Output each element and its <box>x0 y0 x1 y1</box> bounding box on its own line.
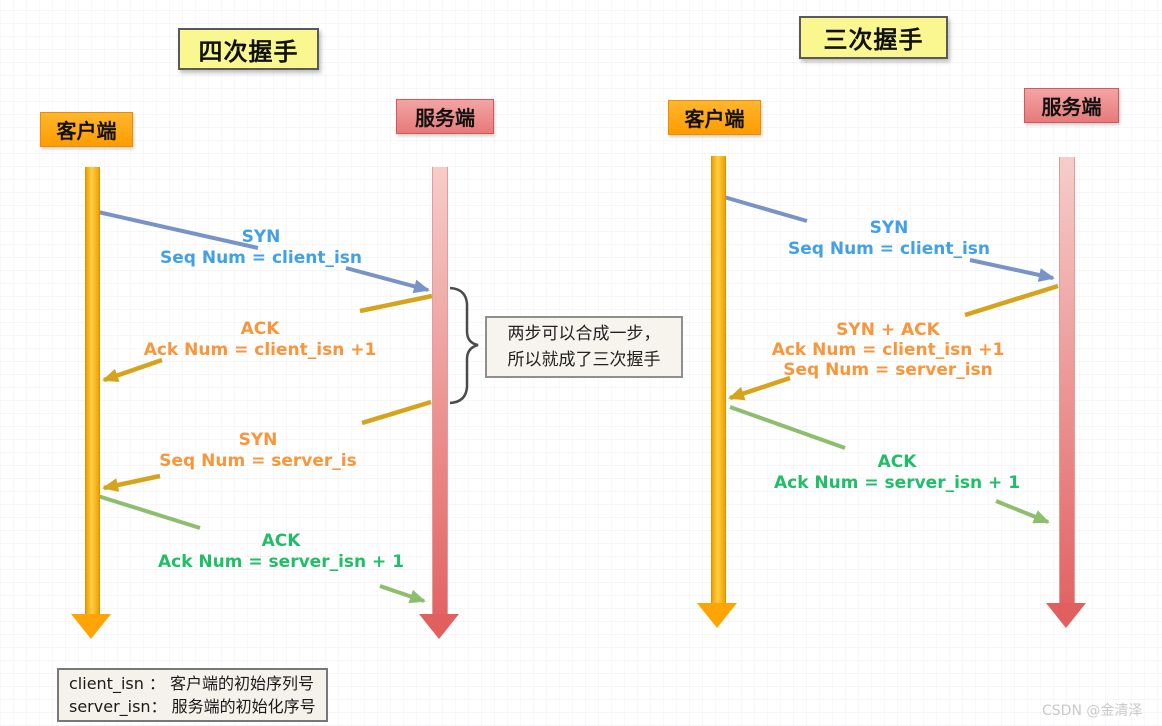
left-server-label: 服务端 <box>396 99 494 134</box>
right-msg-ack: ACK Ack Num = server_isn + 1 <box>774 452 1020 494</box>
left-msg-syn2-line1: SYN <box>238 430 278 450</box>
left-ack2-arrow <box>97 494 426 604</box>
left-msg-syn1-line2: Seq Num = client_isn <box>159 248 363 268</box>
left-msg-ack1: ACK Ack Num = client_isn +1 <box>144 319 377 361</box>
left-syn1-arrow <box>97 210 430 294</box>
right-client-lifeline <box>711 156 726 603</box>
legend-line-client-isn: client_isn ： 客户端的初始序列号 <box>69 674 315 693</box>
merge-note: 两步可以合成一步， 所以就成了三次握手 <box>485 316 683 378</box>
left-msg-syn1-line1: SYN <box>241 227 281 247</box>
left-msg-syn2-line2: Seq Num = server_is <box>159 451 357 471</box>
right-syn-ack-arrow <box>728 283 1059 401</box>
left-client-lifeline <box>85 167 100 614</box>
left-msg-syn1: SYN Seq Num = client_isn <box>160 227 362 269</box>
right-client-label: 客户端 <box>668 100 761 135</box>
right-msg-syn-line2: Seq Num = client_isn <box>787 239 991 259</box>
left-title: 四次握手 <box>178 28 319 70</box>
left-title-text: 四次握手 <box>198 37 299 66</box>
merge-brace <box>449 286 479 405</box>
right-ack-arrow <box>729 405 1050 524</box>
right-msg-syn-ack-line2: Ack Num = client_isn +1 <box>771 340 1005 360</box>
right-server-lifeline <box>1059 157 1075 603</box>
right-msg-ack-line1: ACK <box>877 452 917 472</box>
left-server-lifeline <box>432 167 448 614</box>
left-syn2-arrow <box>102 399 432 492</box>
left-client-label-text: 客户端 <box>56 119 117 143</box>
left-client-lifeline-arrowhead <box>71 614 111 639</box>
right-msg-syn-line1: SYN <box>869 218 909 238</box>
left-msg-syn2: SYN Seq Num = server_is <box>159 430 356 472</box>
right-msg-syn-ack-line3: Seq Num = server_isn <box>783 360 993 380</box>
left-msg-ack2-line1: ACK <box>261 531 301 551</box>
legend-line-server-isn: server_isn： 服务端的初始化序号 <box>69 697 316 716</box>
left-msg-ack1-line1: ACK <box>240 319 280 339</box>
merge-note-line2: 所以就成了三次握手 <box>507 350 661 370</box>
right-msg-syn-ack: SYN + ACK Ack Num = client_isn +1 Seq Nu… <box>772 320 1005 380</box>
left-msg-ack2: ACK Ack Num = server_isn + 1 <box>158 531 404 573</box>
right-client-lifeline-arrowhead <box>697 603 737 628</box>
left-server-label-text: 服务端 <box>415 106 475 130</box>
right-client-label-text: 客户端 <box>684 107 745 131</box>
watermark: CSDN @金清泽 <box>1042 703 1143 719</box>
right-msg-ack-line2: Ack Num = server_isn + 1 <box>773 473 1021 493</box>
right-msg-syn-ack-line1: SYN + ACK <box>836 320 940 340</box>
right-server-label-text: 服务端 <box>1041 95 1102 119</box>
left-client-label: 客户端 <box>40 112 133 147</box>
left-server-lifeline-arrowhead <box>419 614 459 639</box>
right-server-label: 服务端 <box>1024 88 1119 123</box>
left-ack1-arrow <box>102 293 433 383</box>
left-msg-ack2-line2: Ack Num = server_isn + 1 <box>157 552 405 572</box>
right-title-text: 三次握手 <box>823 26 924 54</box>
merge-note-line1: 两步可以合成一步， <box>507 324 661 344</box>
right-syn-arrow <box>723 195 1055 282</box>
right-msg-syn: SYN Seq Num = client_isn <box>788 218 990 260</box>
right-title: 三次握手 <box>799 16 948 59</box>
legend-box: client_isn ： 客户端的初始序列号 server_isn： 服务端的初… <box>57 668 328 722</box>
left-msg-ack1-line2: Ack Num = client_isn +1 <box>143 340 377 360</box>
right-server-lifeline-arrowhead <box>1046 603 1086 628</box>
